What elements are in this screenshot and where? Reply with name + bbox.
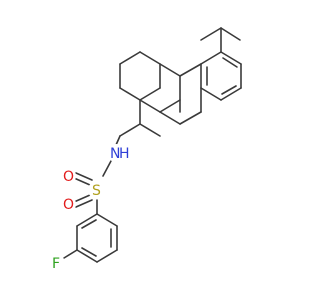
bond-lines (63, 27, 242, 263)
atom-o-upper-background (60, 168, 76, 184)
bond-isopropyl-methyl-left (200, 27, 222, 41)
bond-s-o-upper-a (75, 172, 93, 181)
bond-s-o-upper-b (73, 177, 91, 186)
bond-middle-5 (159, 111, 181, 125)
bond-phenyl-3 (96, 249, 118, 263)
bond-phenyl-6-inner (81, 219, 97, 229)
atom-f-background (49, 255, 65, 271)
bond-phenyl-4-inner (81, 247, 97, 257)
bond-aromatic-2-inner (222, 57, 238, 68)
bond-aromatic-1 (200, 51, 222, 65)
bond-aromatic-5 (200, 87, 222, 101)
bond-c-f (63, 249, 78, 259)
atom-h-label: H (119, 146, 130, 162)
bond-s-o-lower-a (75, 199, 93, 208)
atom-o-lower-background (60, 196, 76, 212)
bond-middle-4 (179, 111, 202, 125)
bond-ch2-n (115, 135, 121, 146)
bond-aromatic-4-inner (221, 85, 237, 95)
bond-s-o-lower-b (73, 194, 91, 203)
bond-aromatic-2 (220, 51, 242, 65)
bond-left-5 (139, 99, 161, 113)
atom-o-lower-label: O (63, 197, 74, 213)
bond-left-1 (139, 51, 161, 65)
molecule-diagram: N H S O O F (49, 27, 242, 272)
bond-left-2 (119, 51, 141, 65)
bond-ch2 (119, 123, 141, 137)
bond-left-7 (139, 87, 161, 101)
atom-s-label: S (92, 183, 101, 199)
bond-isopropyl-methyl-right (220, 27, 241, 41)
bond-middle-6 (159, 99, 181, 113)
atom-labels: N H S O O F (49, 144, 130, 272)
bond-left-4 (119, 87, 141, 101)
atom-n-background (107, 144, 125, 162)
bond-phenyl-4 (76, 249, 98, 263)
bond-aromatic-4 (220, 87, 242, 101)
bond-ch2-to-n (139, 123, 161, 137)
bond-phenyl-1 (96, 213, 118, 227)
bond-phenyl-6 (76, 213, 98, 227)
bond-methyl-upper (159, 63, 181, 77)
bond-middle-1 (179, 63, 202, 77)
atom-s-background (88, 181, 106, 199)
atom-f-label: F (52, 256, 60, 272)
atom-o-upper-label: O (63, 169, 74, 185)
atom-n-label: N (110, 146, 120, 162)
bond-n-to-s (102, 160, 112, 177)
